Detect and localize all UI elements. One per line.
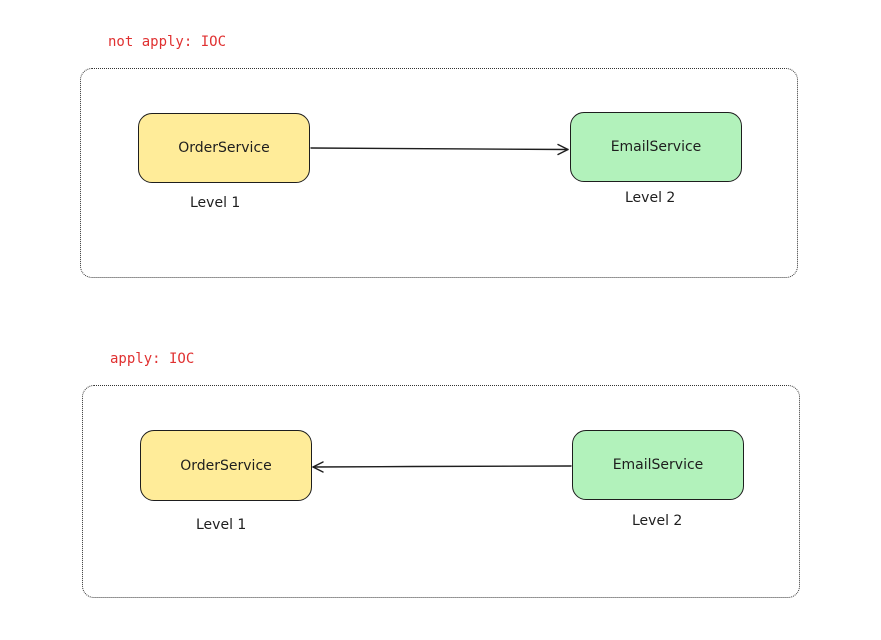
email-service-node-ioc[interactable]: EmailService — [572, 430, 744, 500]
order-service-label: OrderService — [178, 140, 270, 156]
level-label-order-service: Level 1 — [190, 195, 241, 211]
level-label-email-service: Level 2 — [625, 190, 676, 206]
order-service-node[interactable]: OrderService — [138, 113, 310, 183]
email-service-label: EmailService — [610, 139, 702, 155]
order-service-label-ioc: OrderService — [180, 457, 272, 474]
section-label-not-apply-ioc: not apply: IOC — [108, 34, 227, 50]
section-label-apply-ioc: apply: IOC — [110, 351, 195, 367]
level-label-order-service-ioc: Level 1 — [196, 517, 247, 533]
level-label-email-service-ioc: Level 2 — [632, 513, 683, 529]
group-box-apply-ioc — [82, 385, 800, 598]
email-service-node[interactable]: EmailService — [570, 112, 742, 182]
group-box-not-apply-ioc — [80, 68, 798, 278]
email-service-label-ioc: EmailService — [612, 457, 704, 473]
order-service-node-ioc[interactable]: OrderService — [140, 430, 312, 501]
